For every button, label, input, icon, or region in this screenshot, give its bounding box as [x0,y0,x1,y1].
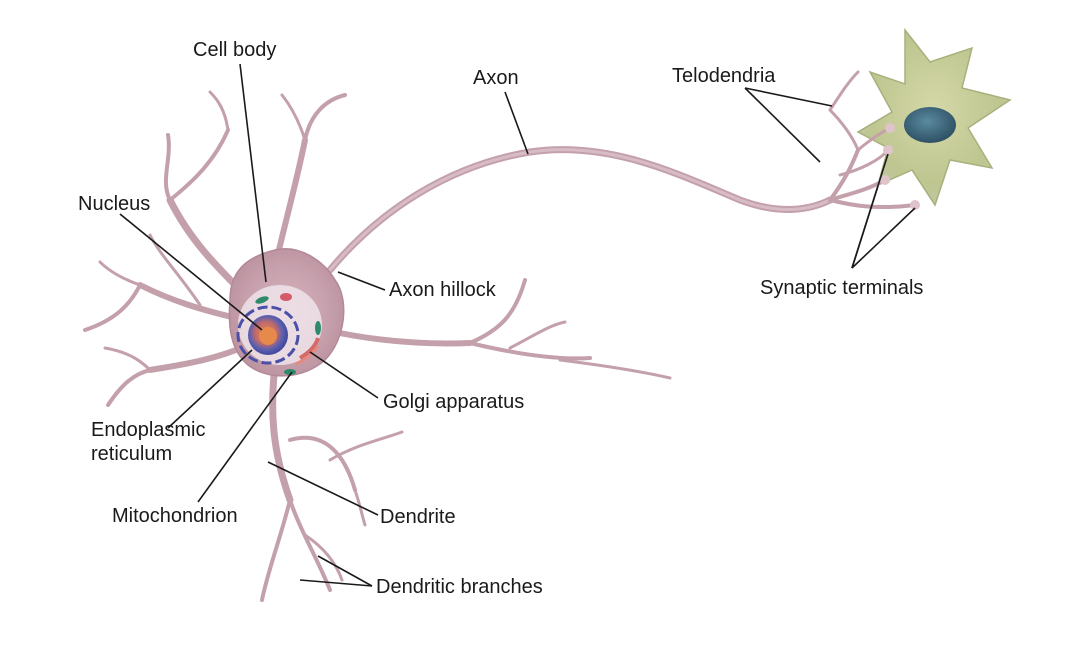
label-telodendria: Telodendria [672,65,776,87]
target-cell-nucleus [904,107,956,143]
leader-lines [119,63,916,587]
label-golgi-apparatus: Golgi apparatus [383,391,525,413]
label-dendrite: Dendrite [380,506,456,528]
label-endoplasmic-line2: reticulum [91,443,173,465]
label-axon: Axon [473,67,519,89]
cell-body [228,248,345,377]
golgi-apparatus [298,337,320,360]
dendrite-tree [83,90,672,602]
label-synaptic-terminals: Synaptic terminals [760,277,924,299]
label-mitochondrion: Mitochondrion [112,505,238,527]
label-nucleus: Nucleus [78,193,151,215]
target-cell [856,27,1012,207]
label-cell-body: Cell body [193,39,277,61]
label-dendritic-branches: Dendritic branches [376,576,543,598]
mitochondrion [255,296,269,304]
endoplasmic-reticulum [236,305,300,365]
label-endoplasmic-line1: Endoplasmic [91,419,206,441]
axon-path [326,70,920,274]
label-axon-hillock: Axon hillock [389,279,496,301]
